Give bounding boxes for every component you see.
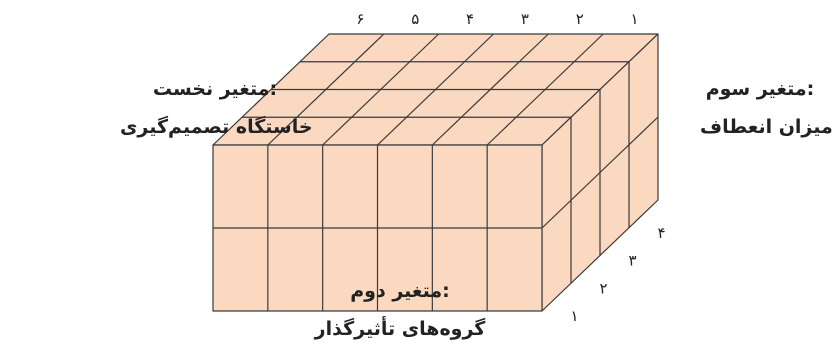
cube-grid-lines bbox=[213, 33, 659, 311]
top-axis-number: ۴ bbox=[466, 10, 474, 28]
second-variable-label: متغیر دوم: گروه‌های تأثیرگذار bbox=[300, 272, 500, 348]
top-axis-number: ۵ bbox=[411, 10, 419, 28]
second-variable-title: متغیر دوم: bbox=[350, 280, 450, 302]
first-variable-title: متغیر نخست: bbox=[152, 78, 278, 100]
third-variable-name: میزان انعطاف bbox=[700, 116, 833, 138]
side-axis-numbers: ۱ ۲ ۳ ۴ bbox=[570, 224, 665, 325]
side-axis-number: ۴ bbox=[657, 224, 665, 242]
first-variable-label: متغیر نخست: خاستگاه تصمیم‌گیری bbox=[120, 70, 313, 146]
first-variable-name: خاستگاه تصمیم‌گیری bbox=[120, 116, 313, 138]
third-variable-label: متغیر سوم: میزان انعطاف bbox=[700, 70, 833, 146]
third-variable-title: متغیر سوم: bbox=[705, 78, 815, 100]
top-axis-numbers: ۱ ۲ ۳ ۴ ۵ ۶ bbox=[356, 10, 638, 28]
top-axis-number: ۶ bbox=[356, 10, 364, 28]
side-axis-number: ۳ bbox=[628, 252, 636, 270]
top-axis-number: ۲ bbox=[576, 10, 584, 28]
side-axis-number: ۲ bbox=[599, 279, 607, 297]
second-variable-name: گروه‌های تأثیرگذار bbox=[314, 318, 486, 340]
side-axis-number: ۱ bbox=[570, 307, 578, 325]
top-axis-number: ۱ bbox=[631, 10, 639, 28]
side-grid-depth bbox=[541, 116, 659, 229]
top-axis-number: ۳ bbox=[521, 10, 529, 28]
